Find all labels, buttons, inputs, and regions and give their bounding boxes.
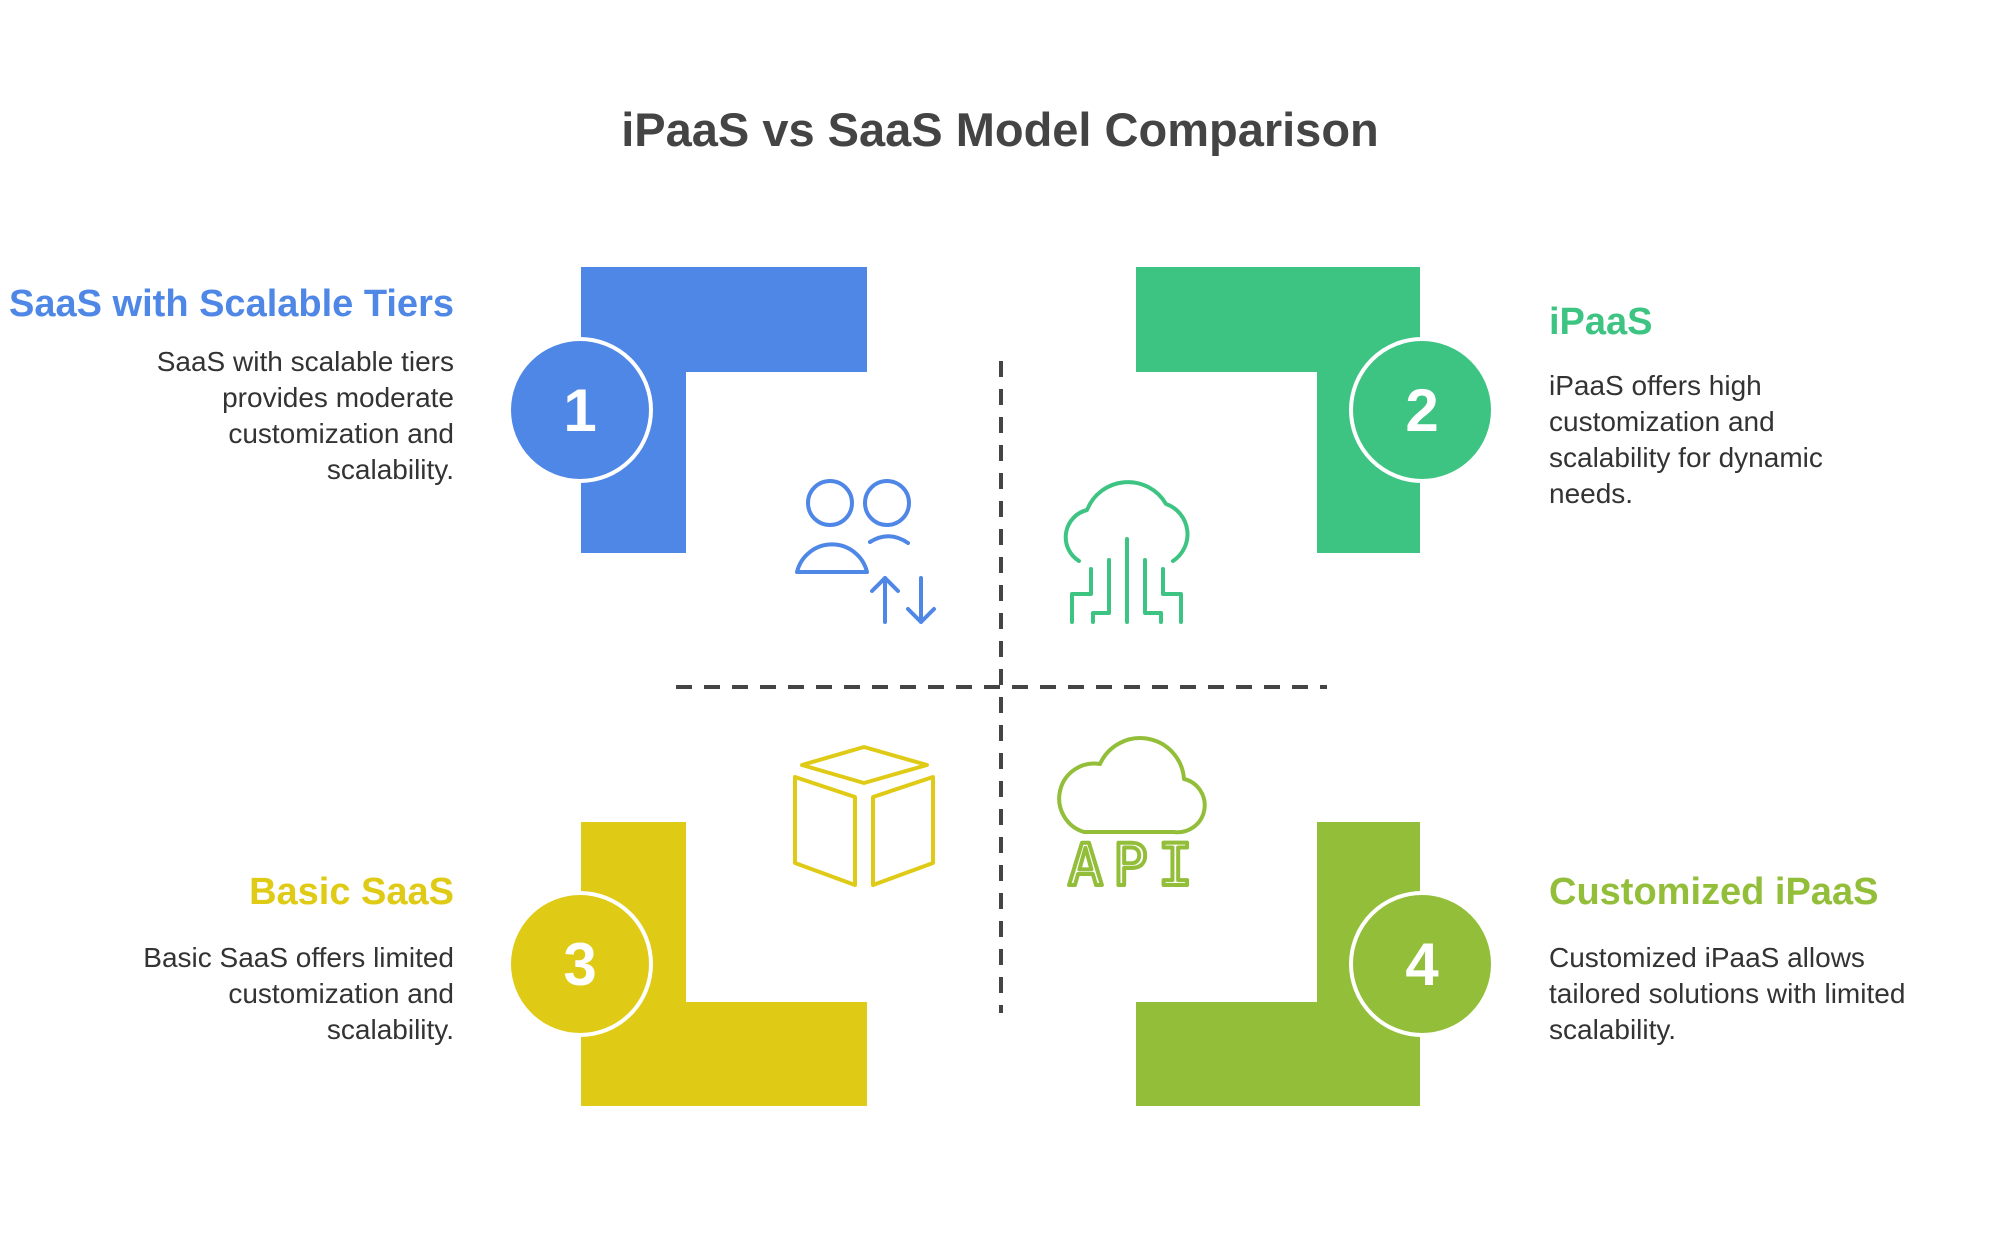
quadrant-4-shape xyxy=(1136,822,1420,1106)
cloud-circuit-icon xyxy=(1063,480,1190,624)
svg-text:4: 4 xyxy=(1405,931,1439,998)
quadrant-3-heading: Basic SaaS xyxy=(249,871,454,913)
box-icon xyxy=(793,745,935,887)
quadrant-3-text: Basic SaaS Basic SaaS offers limited cus… xyxy=(0,868,454,1048)
svg-text:3: 3 xyxy=(563,931,596,998)
quadrant-4-text: Customized iPaaS Customized iPaaS allows… xyxy=(1549,868,1909,1048)
number-badge-2: 2 xyxy=(1349,337,1495,483)
number-badge-1: 1 xyxy=(507,337,653,483)
page-title: iPaaS vs SaaS Model Comparison xyxy=(621,103,1379,156)
users-transfer-icon xyxy=(795,479,936,624)
cloud-api-icon: API xyxy=(1057,736,1207,901)
svg-text:API: API xyxy=(1068,831,1203,899)
number-badge-4: 4 xyxy=(1349,891,1495,1037)
quadrant-2-shape xyxy=(1136,267,1420,553)
quadrant-4-heading: Customized iPaaS xyxy=(1549,871,1879,913)
quadrant-1-body: SaaS with scalable tiers provides modera… xyxy=(156,346,454,485)
quadrant-3-body: Basic SaaS offers limited customization … xyxy=(143,942,454,1045)
number-badge-3: 3 xyxy=(507,891,653,1037)
quadrant-2-body: iPaaS offers high customization and scal… xyxy=(1549,370,1823,509)
svg-text:1: 1 xyxy=(563,377,596,444)
quadrant-1-text: SaaS with Scalable Tiers SaaS with scala… xyxy=(0,280,454,488)
quadrant-2-text: iPaaS iPaaS offers high customization an… xyxy=(1549,298,1879,512)
svg-text:2: 2 xyxy=(1405,377,1438,444)
quadrant-3-shape xyxy=(581,822,867,1106)
quadrant-1-shape xyxy=(581,267,867,553)
quadrant-1-heading: SaaS with Scalable Tiers xyxy=(9,283,454,325)
quadrant-4-body: Customized iPaaS allows tailored solutio… xyxy=(1549,942,1906,1045)
quadrant-2-heading: iPaaS xyxy=(1549,301,1653,343)
